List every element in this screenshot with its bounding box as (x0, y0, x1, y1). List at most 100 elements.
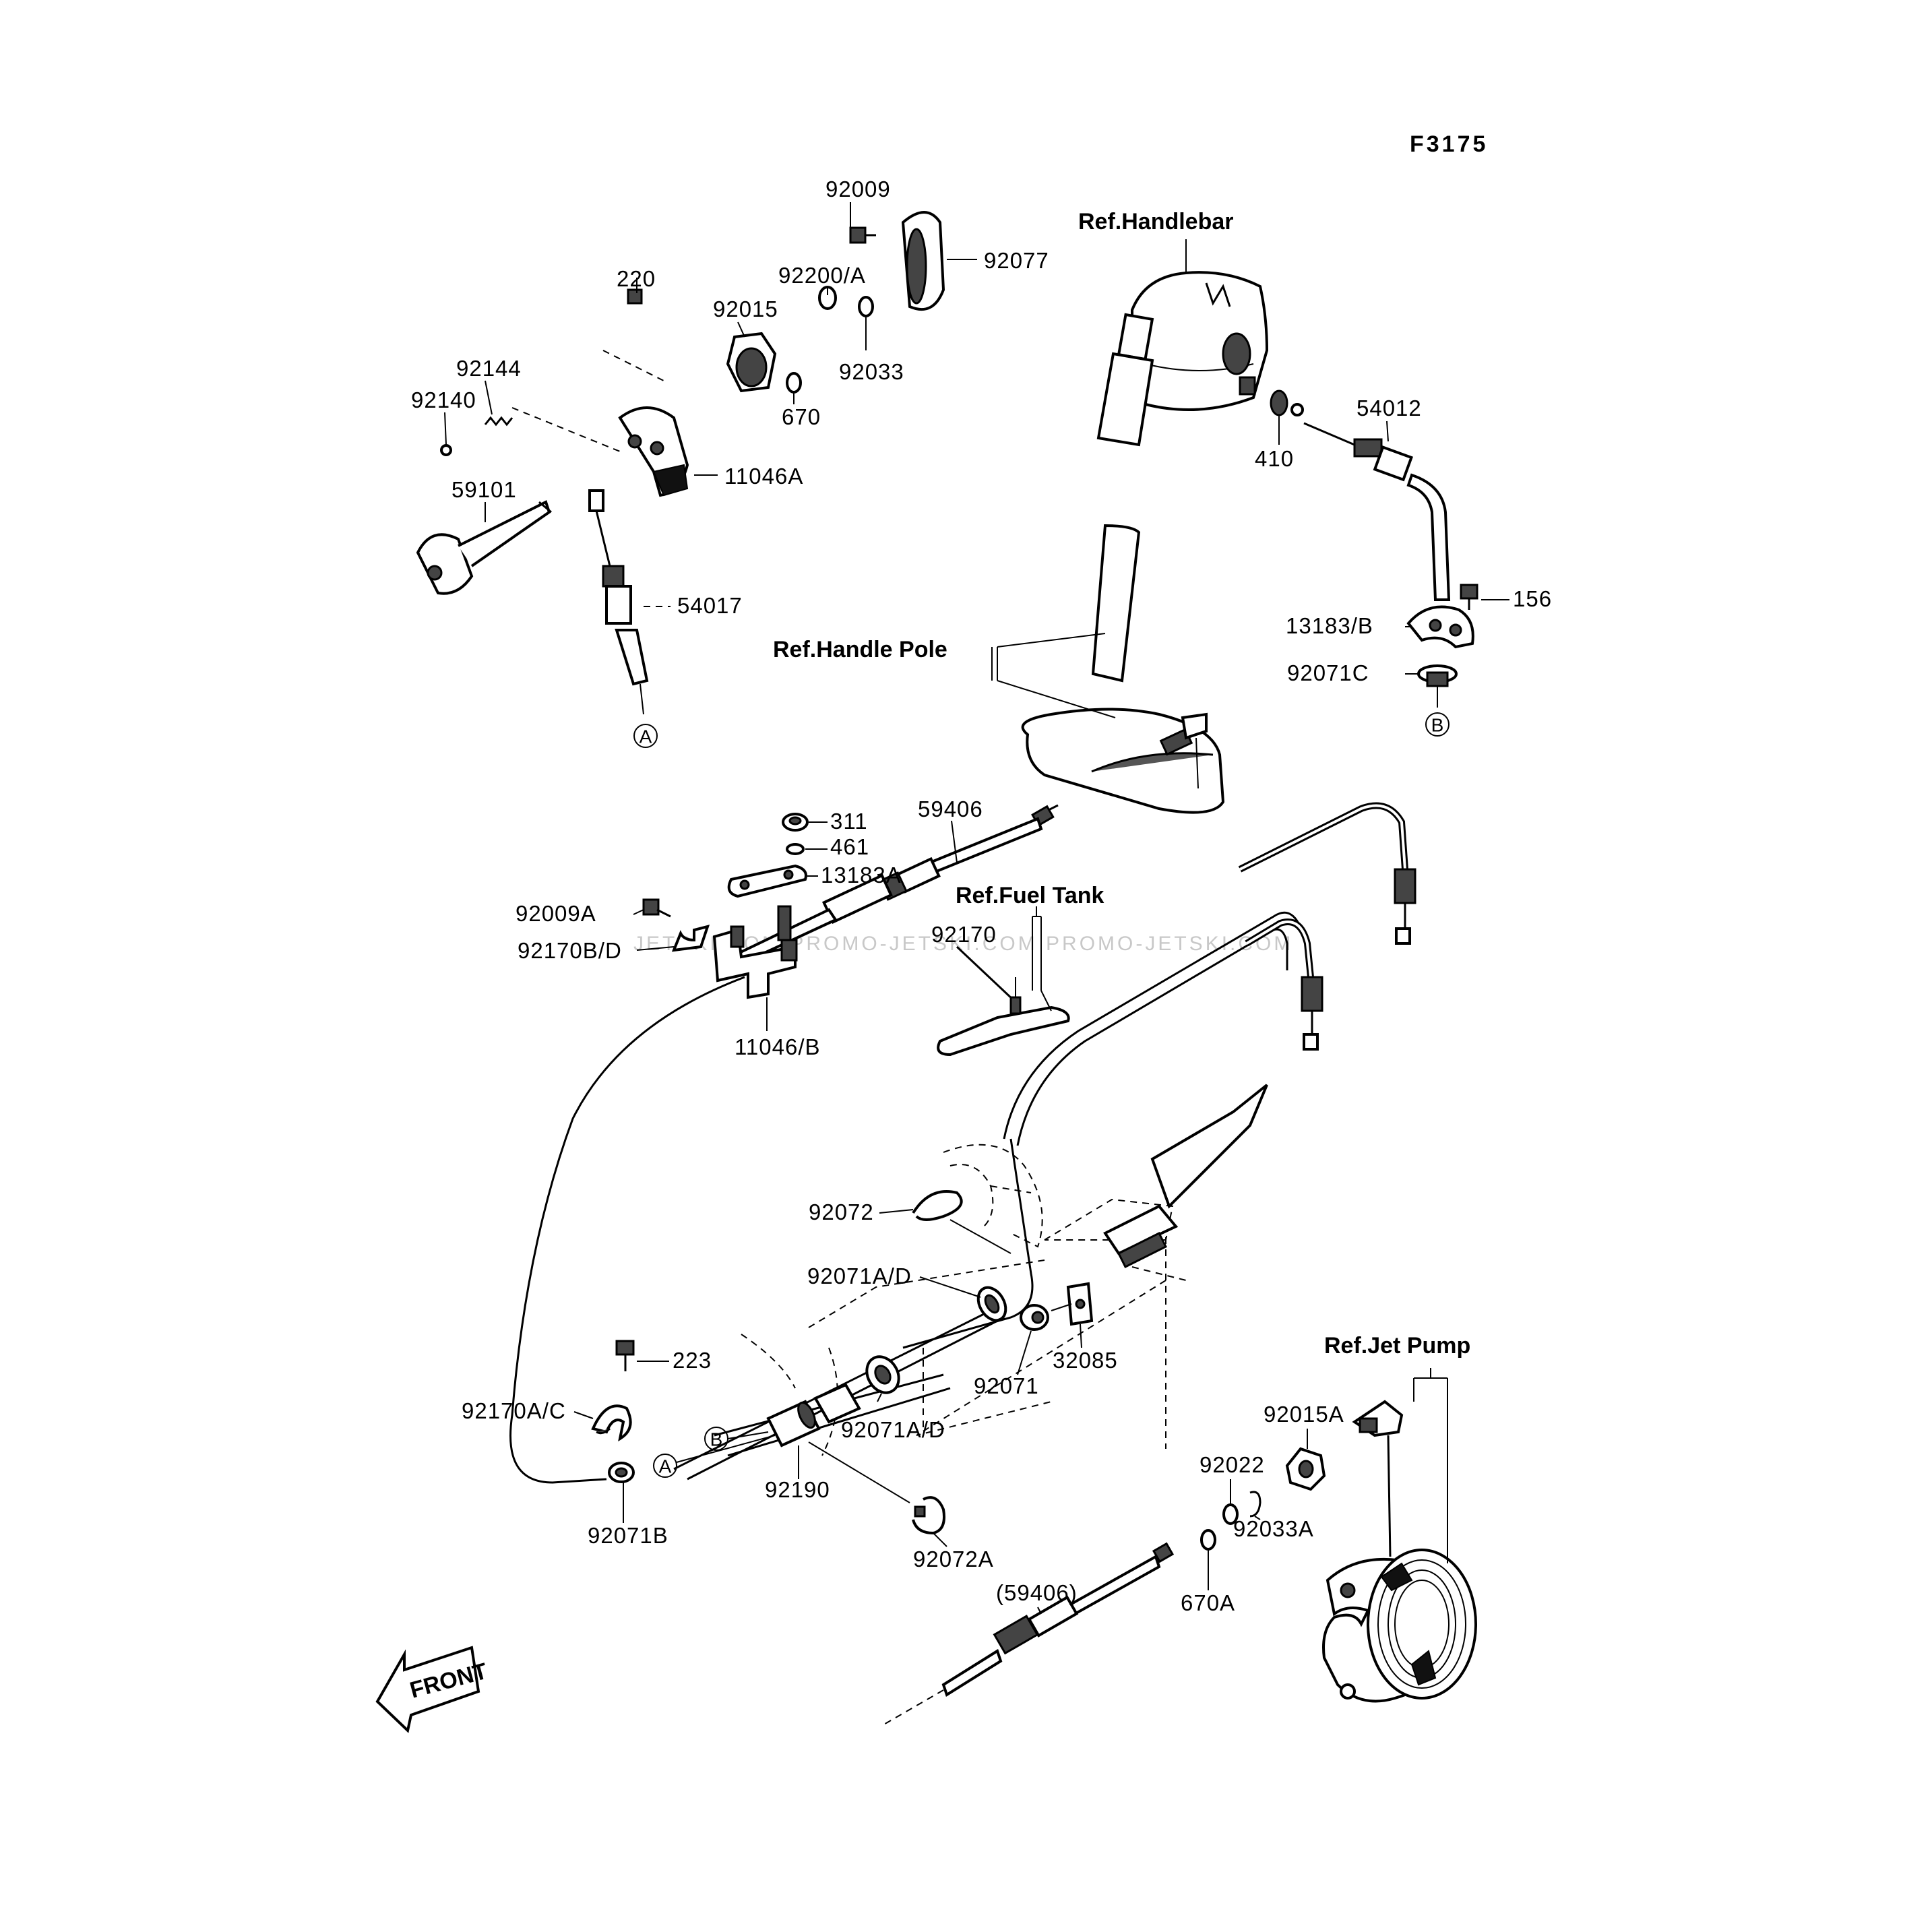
jet-pump-body (1322, 1549, 1477, 1703)
part-label-32085: 32085 (1053, 1348, 1118, 1373)
part-label-670a: 670A (1181, 1590, 1235, 1615)
block-32085 (1051, 1282, 1094, 1326)
part-label-54012: 54012 (1357, 396, 1422, 420)
part-label-11046a: 11046A (724, 464, 803, 489)
part-label-92170: 92170 (931, 922, 997, 947)
grommet-92071c (1417, 664, 1458, 708)
connector-a-label: A (640, 726, 652, 747)
part-label-220: 220 (617, 266, 656, 291)
nut-410 (1270, 389, 1288, 416)
clamp-92170ac (591, 1404, 632, 1442)
handle-pole (1021, 313, 1225, 814)
cable-54012 (1303, 422, 1451, 601)
part-label-59406: 59406 (918, 797, 983, 821)
washer-670a (1200, 1529, 1216, 1551)
screw-92009 (849, 226, 876, 244)
part-label-92200a: 92200/A (778, 263, 866, 288)
hull-outline (741, 1144, 1187, 1456)
part-label-92033: 92033 (839, 359, 904, 384)
cable-54017 (588, 489, 671, 715)
bracket-11046b (712, 905, 798, 999)
part-label-92071ad-lower: 92071A/D (841, 1417, 945, 1442)
part-label-92022: 92022 (1199, 1452, 1265, 1477)
part-label-92072: 92072 (809, 1199, 874, 1224)
part-label-670: 670 (782, 404, 821, 429)
clamp-92072a (912, 1496, 945, 1535)
part-label-92033a: 92033A (1233, 1516, 1314, 1541)
ref-handlebar-label: Ref.Handlebar (1078, 209, 1234, 235)
part-label-92071b: 92071B (588, 1523, 668, 1548)
part-label-311: 311 (830, 809, 868, 834)
part-label-92071: 92071 (974, 1373, 1039, 1398)
part-label-461: 461 (830, 834, 869, 859)
part-label-13183b: 13183/B (1286, 613, 1373, 638)
grommet-92071ad-upper (976, 1286, 1007, 1322)
plate-13183a (727, 864, 807, 898)
ball-92140 (440, 444, 452, 456)
lever-11046a (618, 406, 718, 497)
figure-code: F3175 (1410, 131, 1488, 157)
cable-loop (509, 976, 745, 1484)
connector-b-lower: B (704, 1427, 728, 1451)
twin-cables (1003, 802, 1416, 1146)
bracket-13183b (1406, 605, 1474, 649)
screw-92009a (642, 898, 671, 918)
bracket-92170 (937, 945, 1070, 1057)
ref-fuel-tank-label: Ref.Fuel Tank (956, 883, 1104, 908)
part-label-223: 223 (673, 1348, 712, 1373)
connector-a-lower-label: A (659, 1456, 672, 1477)
part-label-59406-paren: (59406) (996, 1580, 1078, 1605)
connector-a-lower: A (653, 1454, 677, 1478)
nut-311 (782, 813, 809, 832)
throttle-group (416, 211, 977, 715)
part-label-92015a: 92015A (1264, 1402, 1344, 1427)
nut-92015a (1285, 1447, 1326, 1491)
washer-670 (786, 372, 802, 394)
washer-461 (786, 843, 805, 855)
screw-220 (627, 280, 643, 305)
handlebar-group (1131, 239, 1269, 411)
part-label-410: 410 (1255, 446, 1294, 471)
part-label-13183a: 13183A (821, 863, 902, 887)
cover-92077 (901, 211, 977, 311)
part-label-156: 156 (1513, 586, 1552, 611)
front-arrow: FRONT (375, 1646, 490, 1733)
part-label-92170ac: 92170A/C (462, 1398, 566, 1423)
cable-59406-lower (882, 1542, 1175, 1726)
part-label-92077: 92077 (984, 248, 1049, 273)
grommet-92071 (1020, 1304, 1049, 1331)
ref-handle-pole-label: Ref.Handle Pole (773, 637, 947, 662)
part-label-92072a: 92072A (913, 1547, 994, 1571)
part-label-92071c: 92071C (1287, 660, 1369, 685)
tube-92190 (766, 1383, 861, 1447)
ball-joint-jet-pump (1352, 1400, 1404, 1557)
part-label-92009a: 92009A (516, 901, 596, 926)
clamp-92170bd (671, 925, 710, 952)
connector-b-right: B (1425, 712, 1450, 737)
part-label-92190: 92190 (765, 1477, 830, 1502)
grommet-92071ad-lower (865, 1355, 900, 1394)
washer-410-small (1290, 403, 1304, 416)
connector-a-top: A (633, 724, 658, 748)
part-label-54017: 54017 (677, 593, 743, 618)
connector-b-lower-label: B (710, 1429, 723, 1450)
bolt-156 (1460, 584, 1478, 610)
clip-92033 (858, 296, 874, 317)
washer-92022 (1222, 1503, 1239, 1525)
jet-pump-group (1200, 1368, 1477, 1703)
part-label-92140: 92140 (411, 387, 476, 412)
part-label-92144: 92144 (456, 356, 522, 381)
grommet-92071b (608, 1462, 635, 1483)
spring-92144 (484, 416, 513, 427)
clamp-92072 (912, 1190, 963, 1221)
part-label-92015: 92015 (713, 297, 778, 321)
part-label-11046b: 11046/B (735, 1034, 821, 1059)
part-label-92009: 92009 (825, 177, 891, 201)
screw-223 (615, 1340, 635, 1371)
part-label-92071ad-upper: 92071A/D (807, 1264, 912, 1288)
nut-92015 (726, 332, 777, 393)
ref-jet-pump-label: Ref.Jet Pump (1324, 1333, 1470, 1359)
connector-b-label: B (1431, 715, 1444, 736)
steering-arm (1103, 1084, 1268, 1269)
